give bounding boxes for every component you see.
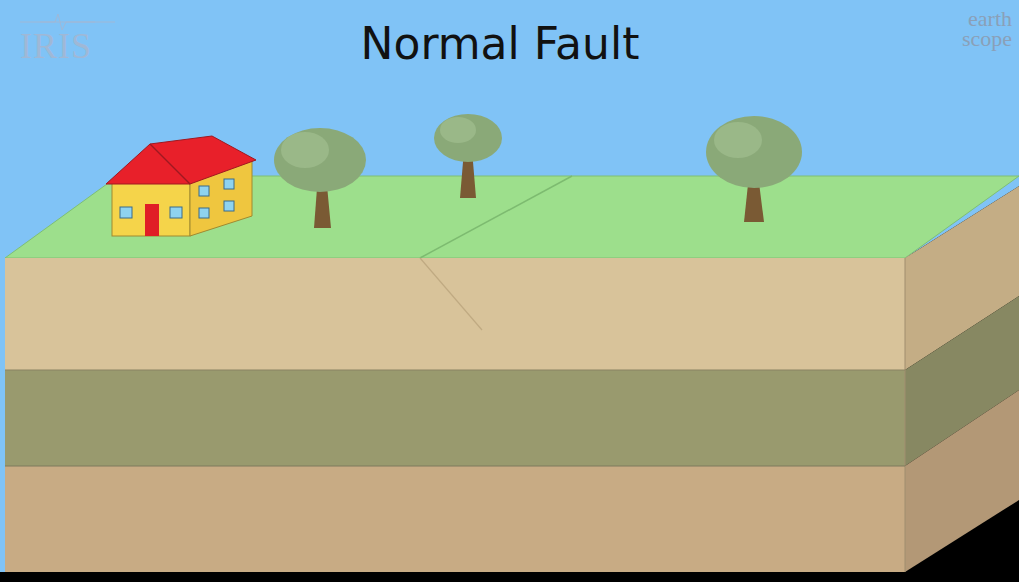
ground-surface <box>5 176 1019 258</box>
tree <box>434 114 502 198</box>
logo-text: earth <box>968 8 1012 30</box>
layer-boundary <box>5 466 905 467</box>
logo-text: scope <box>962 28 1012 50</box>
tree <box>706 116 802 222</box>
logo-text: IRIS <box>20 28 92 64</box>
layer-boundary <box>5 370 905 371</box>
fault-trace <box>420 176 572 258</box>
upper-layer <box>5 258 905 370</box>
lower-layer-side <box>905 390 1019 572</box>
lower-layer <box>5 466 905 572</box>
tree <box>274 128 366 228</box>
fault-plane <box>420 258 482 330</box>
house <box>106 136 256 236</box>
block-edge <box>905 258 906 572</box>
ground-shadow <box>0 572 1019 582</box>
diagram-title: Normal Fault <box>361 22 640 66</box>
middle-layer <box>5 370 905 466</box>
